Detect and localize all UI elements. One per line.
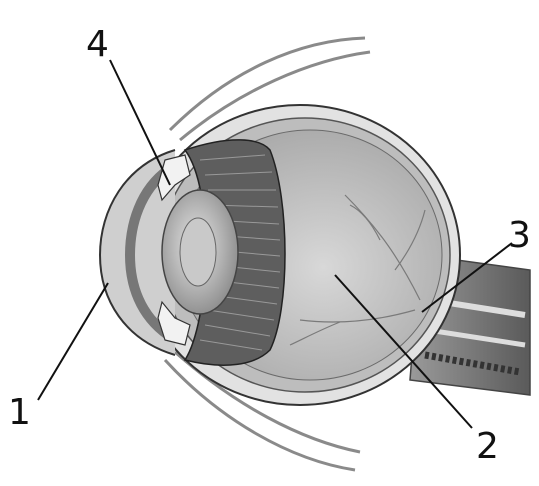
- label-1: 1: [8, 392, 31, 433]
- lens-nucleus: [180, 218, 216, 286]
- label-3: 3: [508, 215, 531, 256]
- leader-line-4: [110, 60, 170, 185]
- leader-line-1: [38, 283, 108, 400]
- label-4: 4: [86, 24, 109, 65]
- label-2: 2: [476, 426, 499, 467]
